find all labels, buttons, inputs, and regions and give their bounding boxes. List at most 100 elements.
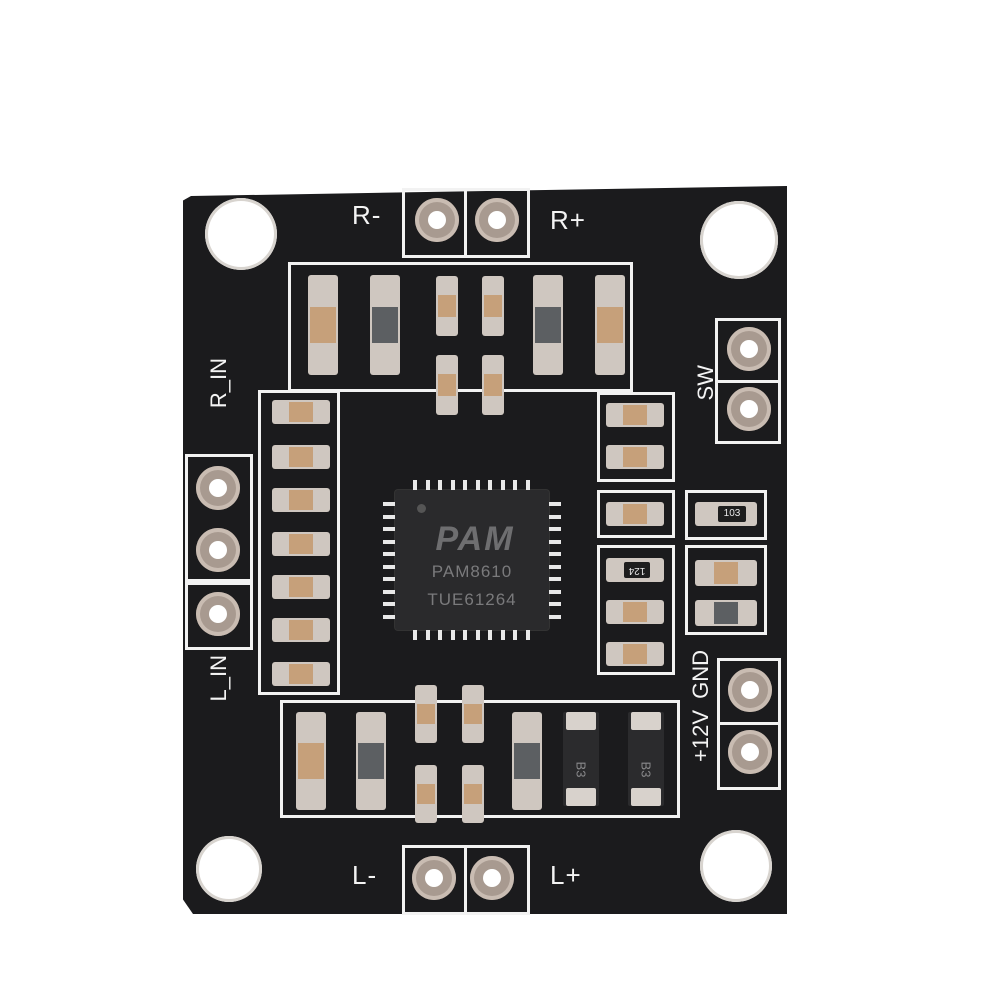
label-l-plus: L+ <box>550 860 582 890</box>
inductor-bottom-1 <box>356 712 386 810</box>
chip-pin <box>463 630 467 640</box>
chip-pin <box>549 577 561 581</box>
cap-right-2 <box>606 445 664 469</box>
right-caps-silkscreen-2 <box>597 490 675 538</box>
label-r-in: R_IN <box>206 358 231 409</box>
cap-left-7 <box>272 662 330 686</box>
cap-left-6 <box>272 618 330 642</box>
chip-pin <box>500 480 505 490</box>
chip-pin <box>463 480 467 490</box>
chip-pin <box>549 564 561 569</box>
cap-top-4 <box>595 275 625 375</box>
pad-r-plus <box>475 198 519 242</box>
label-gnd: GND <box>688 650 713 699</box>
far-right-silkscreen-1 <box>685 490 767 540</box>
cap-bottom-2 <box>415 685 437 743</box>
top-caps-silkscreen <box>288 262 633 392</box>
pad-r-minus <box>415 198 459 242</box>
inductor-top-1 <box>370 275 400 375</box>
r-out-divider <box>464 188 467 258</box>
chip-pin <box>438 480 442 490</box>
chip-pin <box>383 527 395 531</box>
chip-pin <box>383 502 395 506</box>
chip-pin <box>549 589 561 594</box>
cap-top-5 <box>436 355 458 415</box>
chip-pin <box>513 630 517 640</box>
pad-input-gnd <box>196 528 240 572</box>
chip-pin <box>383 589 395 594</box>
label-l-minus: L- <box>352 860 378 890</box>
chip-pin <box>383 539 395 544</box>
chip-pin <box>383 614 395 619</box>
cap-bottom-3 <box>462 685 484 743</box>
sw-divider <box>715 380 781 383</box>
chip-pin <box>450 480 455 490</box>
pin1-marker <box>417 504 426 513</box>
cap-right-4 <box>606 600 664 624</box>
inductor-bottom-2 <box>512 712 542 810</box>
input-silkscreen-bottom <box>185 582 253 650</box>
label-r-minus: R- <box>352 200 382 230</box>
resistor-103: 103 <box>718 506 746 522</box>
pad-gnd <box>728 668 772 712</box>
right-caps-silkscreen-1 <box>597 392 675 482</box>
chip-pin <box>513 480 517 490</box>
chip-pin <box>383 577 395 581</box>
cap-bottom-1 <box>296 712 326 810</box>
chip-pin <box>383 602 395 606</box>
mounting-hole-bottom-left <box>196 836 262 902</box>
chip-pin <box>549 539 561 544</box>
chip-pin <box>488 480 492 490</box>
mounting-hole-top-right <box>700 201 778 279</box>
diode-right: B3 <box>628 712 664 806</box>
chip-pin <box>383 514 395 519</box>
cap-bottom-4 <box>415 765 437 823</box>
cap-far-right-2 <box>695 600 757 626</box>
chip-pin <box>475 630 480 640</box>
pad-r-in <box>196 466 240 510</box>
chip-pin <box>425 480 430 490</box>
chip-pin <box>438 630 442 640</box>
far-right-silkscreen-2 <box>685 545 767 635</box>
chip-pin <box>475 480 480 490</box>
label-sw: SW <box>693 365 718 401</box>
inductor-top-2 <box>533 275 563 375</box>
chip-pin <box>450 630 455 640</box>
chip-logo: PAM <box>435 520 515 558</box>
chip-pin <box>549 602 561 606</box>
cap-right-3 <box>606 502 664 526</box>
cap-top-6 <box>482 355 504 415</box>
pad-l-plus <box>470 856 514 900</box>
chip-pin <box>383 564 395 569</box>
right-caps-silkscreen-3 <box>597 545 675 675</box>
cap-left-4 <box>272 532 330 556</box>
pad-12v <box>728 730 772 774</box>
label-r-plus: R+ <box>550 205 586 235</box>
cap-far-right-1 <box>695 560 757 586</box>
diode-right-mark: B3 <box>638 761 654 778</box>
chip-pin <box>549 502 561 506</box>
cap-top-3 <box>482 276 504 336</box>
left-caps-silkscreen <box>258 390 340 695</box>
mounting-hole-top-left <box>205 198 277 270</box>
cap-left-2 <box>272 445 330 469</box>
input-silkscreen-top <box>185 454 253 582</box>
chip-pin <box>488 630 492 640</box>
chip-pin <box>383 552 395 556</box>
cap-bottom-5 <box>462 765 484 823</box>
label-12v: +12V <box>688 710 713 762</box>
power-divider <box>717 722 781 725</box>
chip-pin <box>525 630 530 640</box>
l-out-divider <box>464 845 467 915</box>
cap-left-1 <box>272 400 330 424</box>
chip-pin <box>549 514 561 519</box>
chip-pin <box>500 630 505 640</box>
chip-lot-code: TUE61264 <box>427 590 517 609</box>
label-l-in: L_IN <box>206 655 231 702</box>
chip-pin <box>549 527 561 531</box>
mounting-hole-bottom-right <box>700 830 772 902</box>
cap-top-1 <box>308 275 338 375</box>
pad-sw-2 <box>727 387 771 431</box>
cap-left-3 <box>272 488 330 512</box>
chip-pin <box>425 630 430 640</box>
